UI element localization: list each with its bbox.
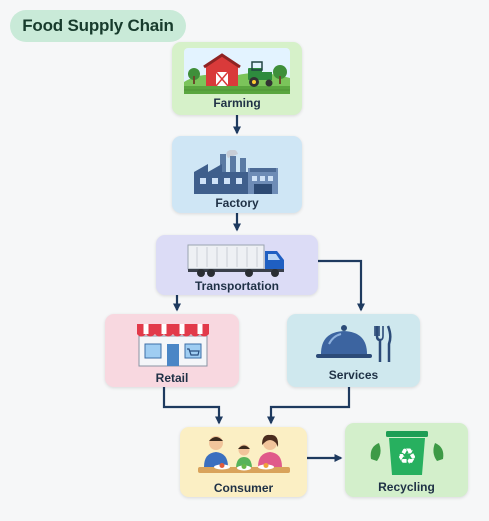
arrow-retail-consumer — [162, 387, 223, 425]
node-retail-label: Retail — [155, 371, 189, 385]
cloche-and-cutlery-icon — [316, 325, 392, 362]
svg-text:♻: ♻ — [397, 445, 417, 470]
recycle-bin-icon: ♻ — [370, 431, 444, 475]
barn-and-tractor-icon — [184, 48, 290, 94]
arrow-transportation-services — [318, 259, 365, 312]
node-recycling-label: Recycling — [378, 480, 435, 494]
factory-icon — [194, 150, 278, 194]
node-consumer-label: Consumer — [213, 481, 274, 495]
node-services: Services — [287, 314, 420, 387]
node-factory-label: Factory — [215, 196, 259, 210]
node-transportation: Transportation — [156, 235, 318, 295]
arrow-services-consumer — [267, 387, 351, 425]
node-transportation-label: Transportation — [194, 279, 279, 293]
node-factory: Factory — [172, 136, 302, 213]
node-retail: Retail — [105, 314, 239, 387]
node-farming: Farming — [172, 42, 302, 115]
family-eating-icon — [198, 434, 290, 473]
diagram-title: Food Supply Chain — [10, 10, 186, 42]
storefront-icon — [137, 324, 209, 367]
truck-icon — [187, 244, 284, 277]
node-recycling: ♻ Recycling — [345, 423, 468, 497]
node-consumer: Consumer — [180, 427, 307, 497]
node-farming-label: Farming — [213, 96, 261, 110]
node-services-label: Services — [328, 368, 379, 382]
